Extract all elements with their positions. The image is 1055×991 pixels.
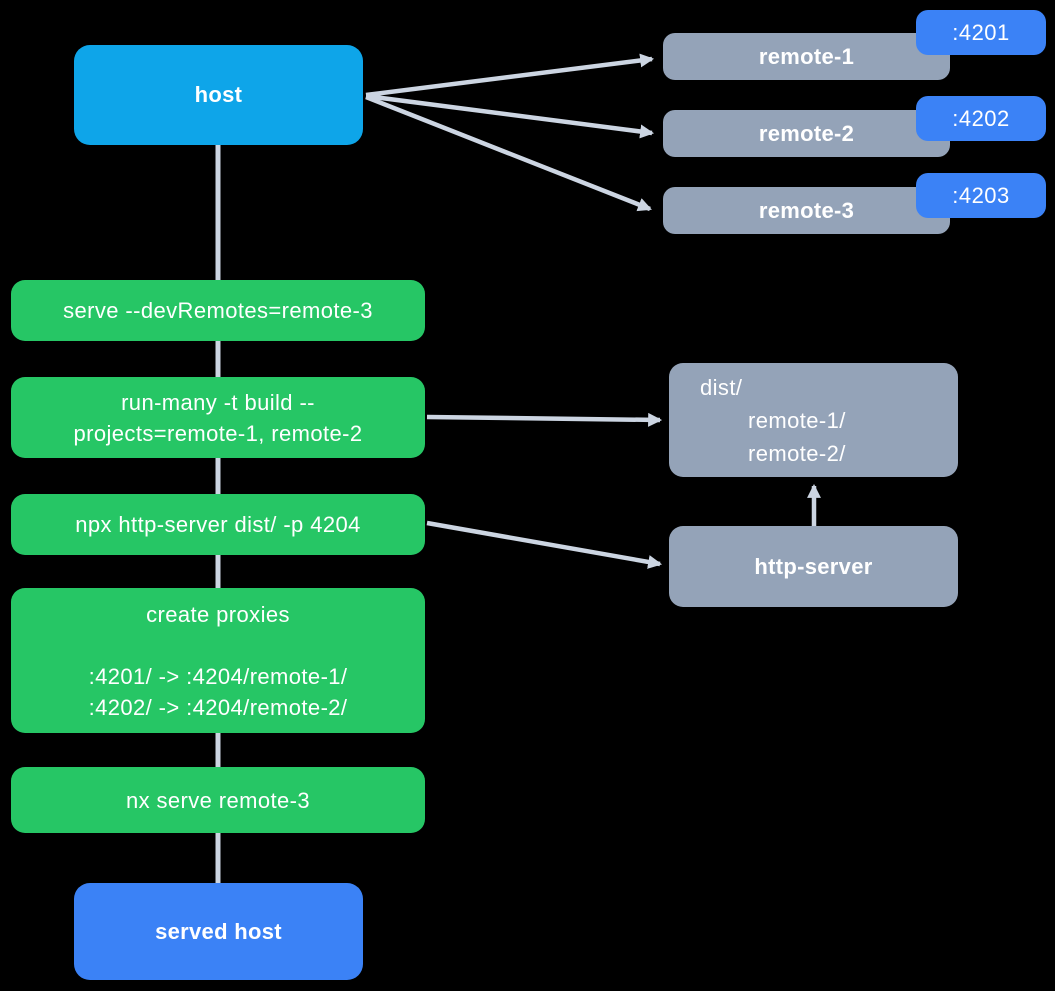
port-4201-label: :4201 xyxy=(952,19,1010,45)
edge-npx-http-server xyxy=(426,520,663,569)
port-badge-4203: :4203 xyxy=(916,173,1046,218)
dist-remote-1-label: remote-1/ xyxy=(748,407,846,433)
http-server-label: http-server xyxy=(754,553,873,579)
edge-host-remote-2 xyxy=(365,93,655,139)
step-npx-http-server-text: npx http-server dist/ -p 4204 xyxy=(75,512,361,537)
port-4202-label: :4202 xyxy=(952,105,1010,131)
step-create-proxies-rule-2: :4202/ -> :4204/remote-2/ xyxy=(88,694,348,720)
step-create-proxies-title: create proxies xyxy=(146,601,290,627)
step-create-proxies-rule-1: :4201/ -> :4204/remote-1/ xyxy=(88,663,348,689)
port-badge-4202: :4202 xyxy=(916,96,1046,141)
node-dist-folder: dist/ remote-1/ remote-2/ xyxy=(669,363,958,477)
dist-root-label: dist/ xyxy=(700,374,743,400)
step-serve-dev-remotes-text: serve --devRemotes=remote-3 xyxy=(63,298,373,323)
step-run-many-build: run-many -t build -- projects=remote-1, … xyxy=(11,377,425,458)
edge-build-dist xyxy=(426,412,663,427)
step-serve-dev-remotes: serve --devRemotes=remote-3 xyxy=(11,280,425,341)
port-badge-4201: :4201 xyxy=(916,10,1046,55)
port-4203-label: :4203 xyxy=(952,182,1010,208)
step-run-many-build-line-2: projects=remote-1, remote-2 xyxy=(73,420,363,446)
edge-host-remote-1 xyxy=(365,53,655,98)
node-remote-1: remote-1 xyxy=(663,33,950,80)
node-served-host: served host xyxy=(74,883,363,980)
step-npx-http-server: npx http-server dist/ -p 4204 xyxy=(11,494,425,555)
remote-3-label: remote-3 xyxy=(758,197,855,223)
node-host: host xyxy=(74,45,363,145)
node-http-server: http-server xyxy=(669,526,958,607)
step-run-many-build-line-1: run-many -t build -- xyxy=(121,389,315,415)
remote-1-label: remote-1 xyxy=(758,43,855,69)
host-label: host xyxy=(194,82,243,107)
served-host-label: served host xyxy=(155,918,282,944)
step-create-proxies: create proxies :4201/ -> :4204/remote-1/… xyxy=(11,588,425,733)
dist-remote-2-label: remote-2/ xyxy=(748,440,846,466)
step-nx-serve-remote-3-text: nx serve remote-3 xyxy=(125,787,311,813)
step-nx-serve-remote-3: nx serve remote-3 xyxy=(11,767,425,833)
edge-host-remote-3 xyxy=(365,94,652,212)
node-remote-2: remote-2 xyxy=(663,110,950,157)
node-remote-3: remote-3 xyxy=(663,187,950,234)
remote-2-label: remote-2 xyxy=(758,120,855,146)
